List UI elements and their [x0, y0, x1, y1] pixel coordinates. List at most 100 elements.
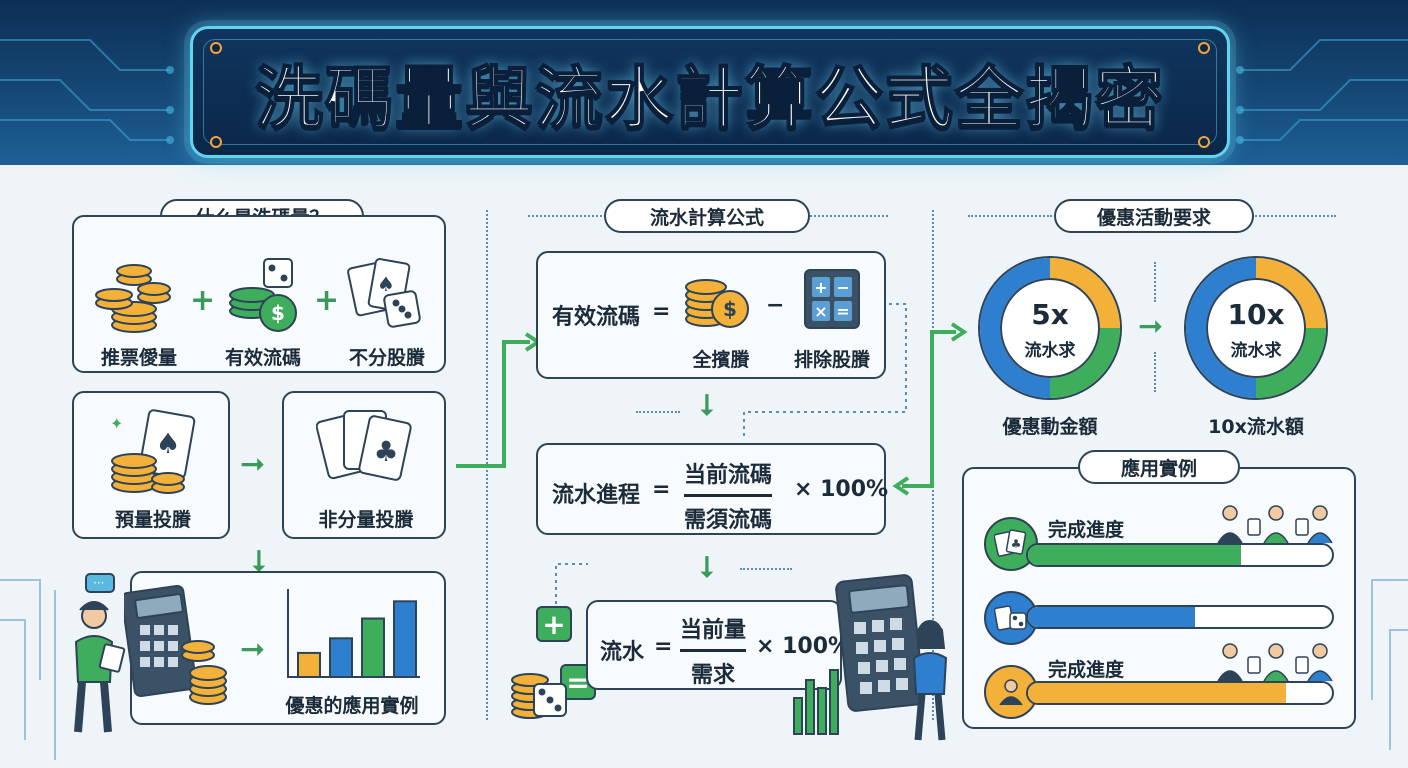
calc-key: + [812, 277, 830, 297]
formula-multiplier: × 100% [794, 477, 889, 502]
ring-caption: 10x流水額 [1208, 416, 1304, 438]
section-heading-formula: 流水計算公式 [604, 199, 810, 233]
ring-outline [978, 256, 1122, 400]
ring-segment [1186, 258, 1257, 398]
progress-fill [1028, 683, 1287, 703]
plus-icon: + [536, 606, 572, 642]
chart-bar [329, 637, 353, 678]
formula-equals: = [652, 477, 671, 502]
page-title: 洗碼量與流水計算公式全揭密 [254, 59, 1165, 140]
ring-segment [1049, 327, 1120, 398]
application-example-card: ➞ 優惠的應用實例 [124, 571, 446, 725]
formula-card-effective: 有效流碼 = $ − + − × = 全擯賸 排除股賸 [536, 251, 886, 379]
frame-dot-icon [210, 42, 222, 54]
svg-text:✦: ✦ [110, 414, 123, 433]
cards-icon-graphic: ♣ [994, 529, 1027, 557]
formula-card-progress: 流水進程 = 当前流碼 需須流碼 × 100% [536, 443, 889, 535]
svg-text:$: $ [271, 301, 285, 325]
coins-dice-icon [511, 673, 567, 719]
divider-line [968, 215, 1052, 217]
step-card-prebet: ♠ ✦ 預量投賸 [72, 391, 230, 539]
divider-line [1252, 215, 1336, 217]
requirement-ring-5x [978, 256, 1122, 400]
cards-icon: ♣ [984, 517, 1038, 571]
circuit-decoration-icon [1371, 579, 1408, 750]
plus-icon: + [314, 283, 340, 318]
coins-icon [95, 264, 171, 333]
person-icon-graphic [999, 679, 1023, 706]
arrow-down-icon: ➞ [689, 554, 725, 580]
divider-line [806, 215, 888, 217]
coins-cards-icon: ♠ ✦ [110, 409, 196, 494]
divider-line [1154, 352, 1156, 392]
progress-bar [1026, 543, 1334, 567]
arrow-down-icon: ➞ [689, 392, 725, 418]
formula-equals: = [654, 634, 673, 659]
formula-lhs: 流水進程 [552, 483, 641, 508]
fraction-bar [684, 494, 773, 497]
frame-dot-icon [1198, 136, 1210, 148]
ring-caption: 優惠動金額 [1002, 416, 1098, 438]
ring-center [1000, 278, 1100, 378]
svg-text:♣: ♣ [1011, 537, 1022, 551]
svg-text:···: ··· [93, 576, 104, 590]
ring-segment [1255, 258, 1326, 329]
chart-label: 優惠的應用實例 [285, 695, 419, 717]
component-label: 推票僾量 [100, 347, 177, 369]
component-label: 不分股賸 [348, 347, 425, 369]
calc-key: × [812, 301, 830, 321]
dollar-coin-icon: $ [229, 258, 297, 332]
circuit-decoration-icon [0, 39, 1408, 144]
connector-arrow-icon [892, 322, 968, 496]
calc-key: − [834, 277, 852, 297]
progress-bar [1026, 681, 1334, 705]
fraction-bar [680, 649, 747, 652]
fraction-numerator: 当前量 [680, 618, 747, 643]
step-label: 預量投賸 [114, 509, 191, 531]
ring-segment [980, 258, 1051, 398]
arrow-right-icon: ➞ [240, 632, 266, 667]
dotted-connector [743, 303, 907, 436]
title-frame: 洗碼量與流水計算公式全揭密 [190, 26, 1230, 158]
connector-arrow-icon [456, 332, 542, 468]
ring-segment [1255, 327, 1326, 398]
formula-fraction: 当前量 需求 [680, 612, 747, 689]
svg-text:$: $ [723, 297, 737, 321]
divider-line [636, 411, 680, 413]
chart-bar [297, 651, 321, 678]
circuit-decoration-icon [0, 579, 56, 760]
svg-text:♣: ♣ [373, 435, 398, 468]
dollar-coin-icon: $ [685, 279, 749, 328]
divider-line [1154, 262, 1156, 302]
formula-minus: − [766, 293, 785, 318]
formula-fraction: 当前流碼 需須流碼 [684, 457, 773, 534]
chart-bar [361, 617, 385, 678]
progress-fill [1028, 607, 1196, 627]
ring-caption-inner: 流水求 [1230, 341, 1282, 361]
calculator-icon: + − × = [804, 269, 860, 329]
calculator-person-icon [793, 574, 948, 741]
ring-outline [1184, 256, 1328, 400]
cards-icon: ♣ [316, 410, 412, 481]
cards-dice-icon [984, 591, 1038, 645]
ring-multiplier: 10x [1227, 298, 1285, 331]
people-icon [1217, 505, 1333, 544]
svg-text:♠: ♠ [377, 272, 395, 296]
person-icon: ··· [74, 573, 126, 733]
people-icon [1217, 643, 1333, 682]
formula-card-flow: 流水 = 当前量 需求 × 100% [586, 600, 850, 690]
progress-label: 完成進度 [1048, 659, 1125, 681]
svg-text:♠: ♠ [155, 427, 180, 460]
application-example-panel: ♣ 完成進度 完成進度 [962, 467, 1356, 729]
component-label: 有效流碼 [224, 347, 301, 369]
formula-multiplier: × 100% [756, 634, 851, 659]
arrow-right-icon: ➞ [240, 447, 266, 482]
section-heading-promo: 優惠活動要求 [1054, 199, 1254, 233]
formula-lhs: 流水 [600, 640, 645, 665]
progress-fill [1028, 545, 1241, 565]
ring-caption-inner: 流水求 [1024, 341, 1076, 361]
frame-dot-icon [210, 136, 222, 148]
formula-term-label: 全擯賸 [692, 349, 750, 371]
ring-segment [1049, 258, 1120, 329]
ring-multiplier: 5x [1031, 298, 1069, 331]
